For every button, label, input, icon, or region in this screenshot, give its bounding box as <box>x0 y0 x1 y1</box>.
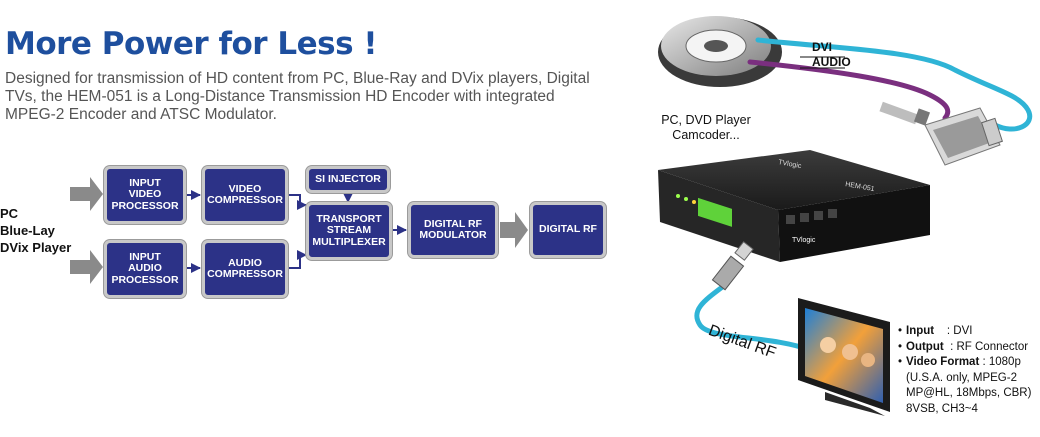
spec-list: •Input : DVI •Output : RF Connector •Vid… <box>898 324 1040 417</box>
svg-text:TVlogic: TVlogic <box>778 159 803 170</box>
spec-video-format: •Video Format : 1080p <box>898 356 1021 368</box>
spec-input: •Input : DVI <box>898 325 973 337</box>
block-diagram-connectors <box>70 177 528 284</box>
svg-text:TVlogic: TVlogic <box>792 237 816 244</box>
input-arrow-video <box>70 177 103 211</box>
dvi-cable <box>755 37 1033 132</box>
connection-illustration: DVI AUDIO TVlogic TVlogic HEM-051 <box>658 16 1033 416</box>
input-video-processor-block: INPUT VIDEO PROCESSOR <box>104 166 186 224</box>
dvi-connector-icon <box>924 107 1003 166</box>
caption-line: PC, DVD Player <box>661 113 751 127</box>
spec-detail: MP@HL, 18Mbps, CBR) <box>906 387 1032 399</box>
input-arrow-audio <box>70 250 103 284</box>
rf-cable <box>694 282 813 353</box>
rf-connector-icon <box>711 241 754 291</box>
source-caption: PC, DVD Player Camcoder... <box>636 113 776 143</box>
audio-compressor-block: AUDIO COMPRESSOR <box>202 240 288 298</box>
link-video-comp-mux <box>287 194 307 210</box>
transport-stream-multiplexer-block: TRANSPORT STREAM MULTIPLEXER <box>306 202 392 260</box>
spec-detail: (U.S.A. only, MPEG-2 <box>906 371 1017 384</box>
source-label: PC Blue-Lay DVix Player <box>0 205 71 256</box>
link-audio-comp-mux <box>287 250 307 269</box>
dvi-label: DVI <box>812 40 832 54</box>
digital-rf-modulator-block: DIGITAL RF MODULATOR <box>408 202 498 258</box>
spec-detail: 8VSB, CH3~4 <box>906 402 978 415</box>
audio-label: AUDIO <box>812 55 851 69</box>
product-description: Designed for transmission of HD content … <box>5 70 590 123</box>
source-line: Blue-Lay <box>0 223 55 238</box>
output-arrow <box>500 212 528 248</box>
audio-cable <box>747 59 951 121</box>
digital-rf-output-block: DIGITAL RF <box>530 202 606 258</box>
television-icon <box>798 298 890 416</box>
audio-connector-icon <box>879 101 931 126</box>
si-injector-block: SI INJECTOR <box>306 166 390 193</box>
video-compressor-block: VIDEO COMPRESSOR <box>202 166 288 224</box>
input-audio-processor-block: INPUT AUDIO PROCESSOR <box>104 240 186 298</box>
encoder-device-icon: TVlogic TVlogic HEM-051 <box>658 150 930 262</box>
spec-output: •Output : RF Connector <box>898 340 1029 353</box>
tape-reel-icon <box>658 16 782 87</box>
caption-line: Camcoder... <box>672 128 740 142</box>
source-line: PC <box>0 206 19 221</box>
source-line: DVix Player <box>0 240 72 255</box>
page-title: More Power for Less ! <box>5 26 378 62</box>
